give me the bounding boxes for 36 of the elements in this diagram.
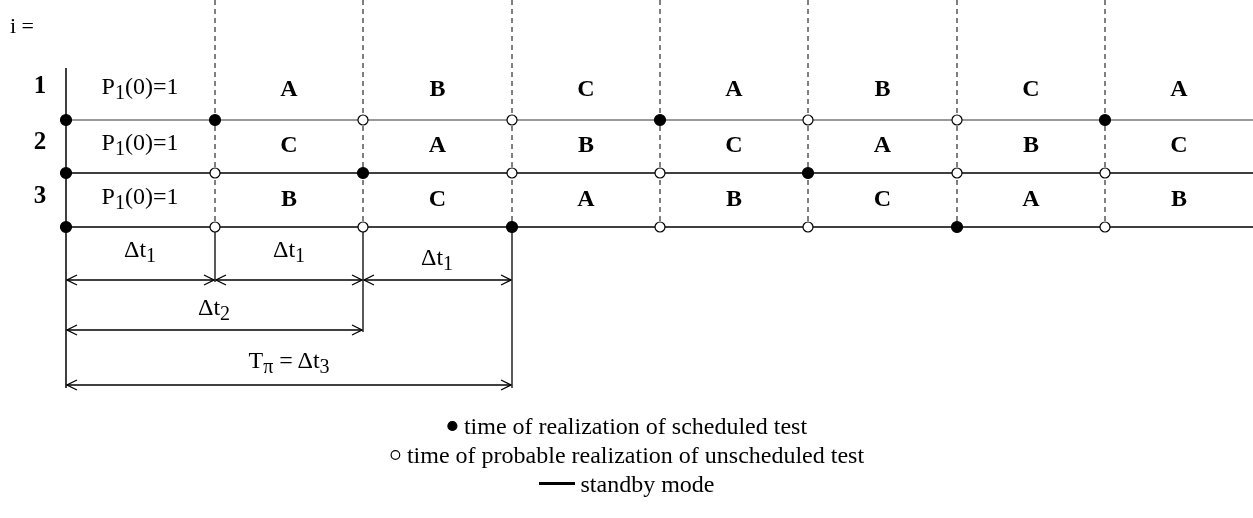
- state-letter: C: [577, 76, 595, 100]
- row-number: 3: [33, 181, 47, 207]
- state-letter: C: [1170, 132, 1188, 156]
- index-label: i =: [10, 15, 34, 37]
- probability-label: P$_{1}$(0)=1: [101, 183, 179, 213]
- state-letter: A: [577, 186, 595, 210]
- dimension-label: Δt$_{1}$: [272, 236, 306, 266]
- state-letter: B: [578, 132, 594, 156]
- state-letter: C: [873, 186, 892, 210]
- state-letter: A: [1022, 186, 1040, 210]
- probability-label: P$_{1}$(0)=1: [101, 73, 179, 103]
- legend-text: standby mode: [580, 472, 715, 496]
- state-letter: B: [281, 186, 297, 210]
- legend-text: time of realization of scheduled test: [463, 414, 808, 438]
- state-letter: C: [725, 132, 743, 156]
- state-letter: A: [280, 76, 298, 100]
- dimension-label: Δt$_{2}$: [197, 294, 231, 324]
- row-number: 1: [33, 71, 47, 97]
- dimension-label: Δt$_{1}$: [420, 244, 454, 274]
- row-number: 2: [33, 127, 47, 153]
- state-letter: B: [429, 76, 446, 100]
- dimension-label: T$_{π}$ = Δt$_{3}$: [248, 347, 330, 377]
- state-letter: A: [1170, 76, 1188, 100]
- dimension-label: Δt$_{1}$: [123, 236, 157, 266]
- state-letter: B: [1171, 186, 1187, 210]
- probability-label: P$_{1}$(0)=1: [101, 129, 179, 159]
- state-letter: A: [725, 76, 743, 100]
- state-letter: B: [726, 186, 742, 210]
- state-letter: A: [873, 132, 892, 156]
- state-letter: C: [1022, 76, 1040, 100]
- state-letter: A: [428, 132, 447, 156]
- state-letter: C: [428, 186, 447, 210]
- state-letter: B: [1023, 132, 1039, 156]
- state-letter: C: [280, 132, 298, 156]
- state-letter: B: [874, 76, 891, 100]
- legend-text: time of probable realization of unscheduled test: [406, 443, 865, 467]
